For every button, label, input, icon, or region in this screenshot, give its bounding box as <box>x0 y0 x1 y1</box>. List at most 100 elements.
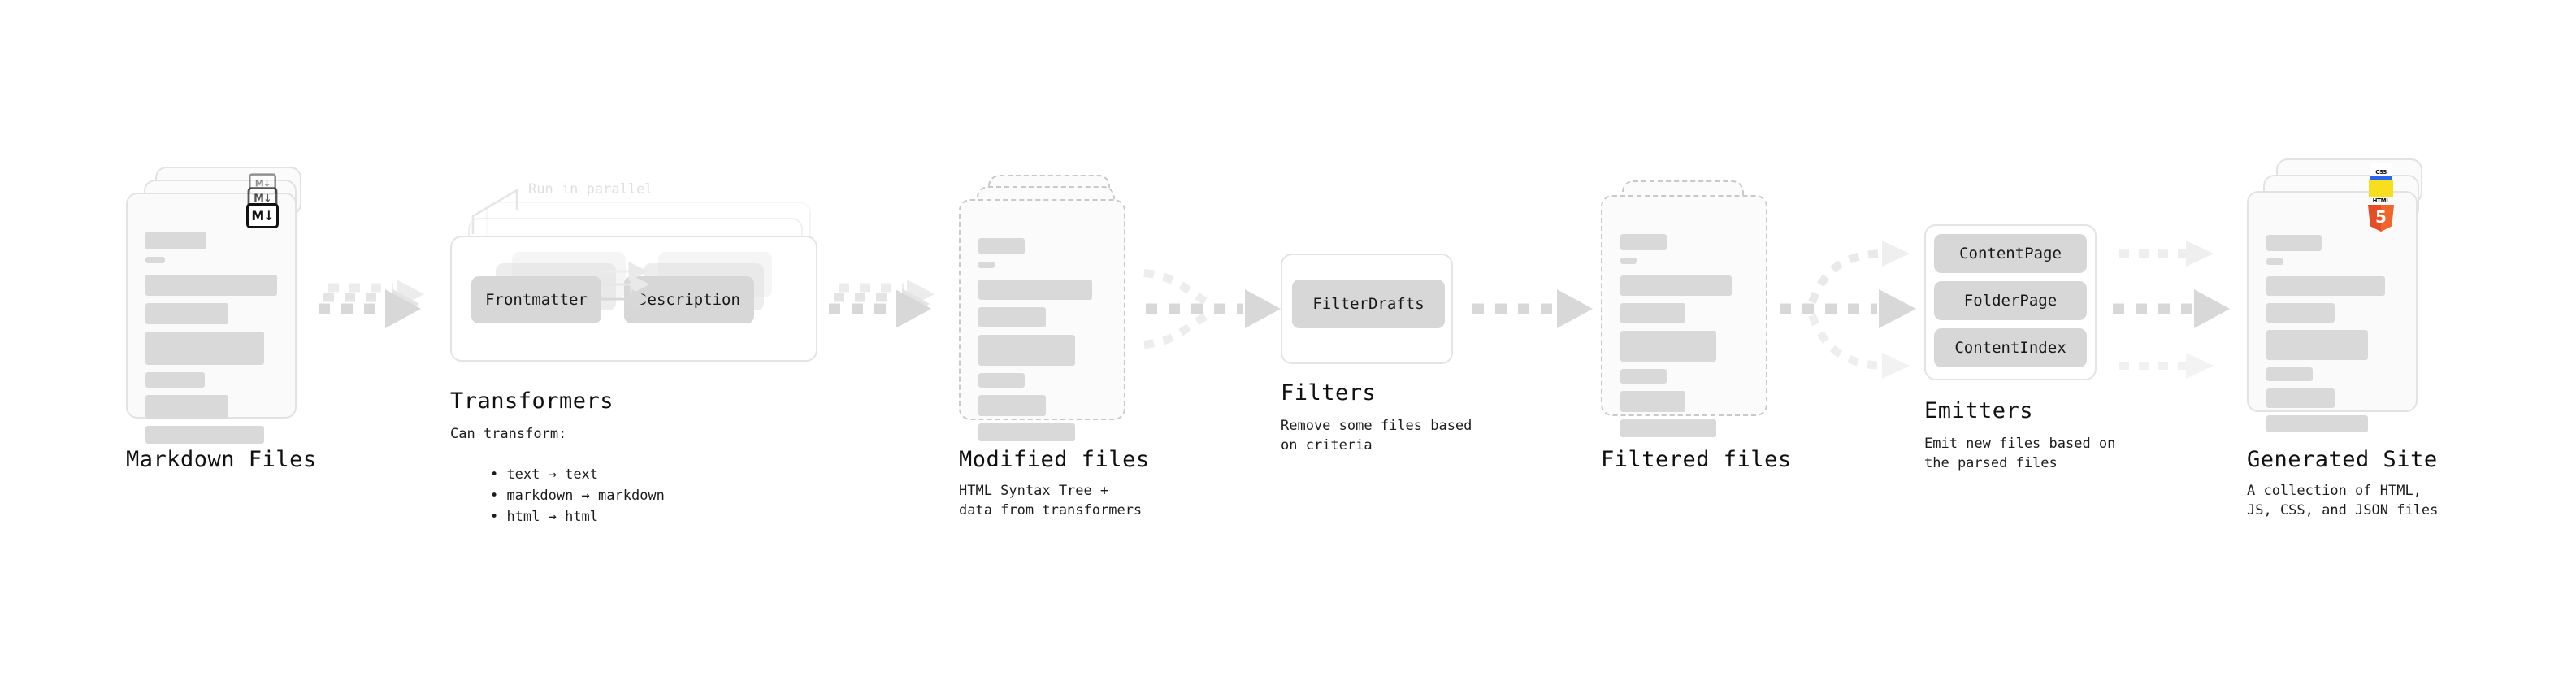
connector-filtered-to-emitters <box>1780 241 1916 379</box>
bullet-glyph: • <box>489 509 507 525</box>
html5-shield: 5 <box>2368 205 2394 232</box>
transformer-inner-arrows <box>600 262 648 309</box>
modified-files-subtitle-0: HTML Syntax Tree + <box>959 483 1109 499</box>
connector-md-to-transformers <box>319 280 424 328</box>
skeleton-line <box>145 372 205 388</box>
emitter-chip-label: ContentPage <box>1959 245 2062 262</box>
label-markdown-files: Markdown Files <box>126 447 317 472</box>
run-in-parallel-bracket <box>471 188 518 234</box>
skeleton-line <box>145 426 264 444</box>
markdown-badge-label: M <box>254 193 264 205</box>
html5-number: 5 <box>2375 206 2387 227</box>
filter-chip-filterdrafts[interactable]: FilterDrafts <box>1292 280 1445 328</box>
skeleton-line <box>978 238 1025 254</box>
label-modified-files: Modified files <box>959 447 1150 472</box>
skeleton-line <box>978 423 1076 441</box>
generated-site-subtitle-0: A collection of HTML, <box>2247 483 2422 499</box>
transformers-bullet-1: • markdown → markdown <box>457 466 665 525</box>
skeleton-line <box>1620 369 1667 384</box>
markdown-badge-label: M <box>251 207 264 223</box>
stage-filtered-files <box>1601 180 1788 437</box>
label-transformers: Transformers <box>450 388 614 414</box>
markdown-sheet-front <box>126 193 297 444</box>
emitter-chip-label: ContentIndex <box>1954 339 2066 357</box>
stage-markdown-files: M↓ M↓ M↓ <box>126 167 329 444</box>
bullet-text: markdown → markdown <box>506 488 665 504</box>
connector-emitters-to-site <box>2113 241 2230 379</box>
filtered-sheet-front <box>1601 195 1767 437</box>
generated-site-subtitle-1: JS, CSS, and JSON files <box>2247 502 2439 518</box>
skeleton-line <box>978 307 1047 327</box>
skeleton-line <box>2266 330 2368 360</box>
markdown-badge-label: M <box>254 179 264 189</box>
skeleton-line <box>978 373 1025 388</box>
emitter-chip-label: FolderPage <box>1963 292 2058 310</box>
emitters-subtitle-1: the parsed files <box>1924 455 2058 471</box>
stage-modified-files <box>959 175 1146 441</box>
skeleton-line <box>145 232 206 249</box>
css-badge-bar <box>2370 176 2392 180</box>
transformer-chip-frontmatter[interactable]: Frontmatter <box>471 276 601 323</box>
label-run-in-parallel: Run in parallel <box>528 181 653 197</box>
skeleton-line <box>1620 258 1637 264</box>
transformers-bullet-2: • html → html <box>457 488 598 546</box>
transformer-chip-label: Frontmatter <box>485 291 588 309</box>
transformer-chip-label: Description <box>638 291 740 309</box>
html5-icon: HTML 5 <box>2367 197 2395 232</box>
skeleton-line <box>2266 367 2313 381</box>
filtered-file-stack[interactable] <box>1601 180 1788 437</box>
skeleton-line <box>978 395 1047 416</box>
filters-subtitle-0: Remove some files based <box>1281 418 1472 434</box>
modified-files-subtitle-1: data from transformers <box>959 502 1143 518</box>
skeleton-line <box>1620 234 1667 250</box>
css3-icon: CSS <box>2370 163 2392 180</box>
skeleton-line <box>1620 391 1686 412</box>
emitters-subtitle-0: Emit new files based on <box>1924 436 2116 452</box>
connector-transformers-to-modified <box>829 280 935 328</box>
site-sheet-front <box>2247 191 2418 432</box>
label-emitters: Emitters <box>1924 398 2034 423</box>
bullet-glyph: • <box>489 488 507 504</box>
skeleton-line <box>145 275 277 296</box>
skeleton-line <box>978 335 1076 366</box>
filter-chip-label: FilterDrafts <box>1312 295 1425 313</box>
css-badge-label: CSS <box>2375 169 2387 176</box>
stage-generated-site: CSS HTML 5 <box>2247 158 2450 432</box>
emitter-chip-folderpage[interactable]: FolderPage <box>1934 281 2087 320</box>
connector-modified-to-filters <box>1143 269 1281 349</box>
skeleton-line <box>2266 258 2284 265</box>
label-filtered-files: Filtered files <box>1601 447 1792 472</box>
filters-subtitle-1: on criteria <box>1281 437 1373 453</box>
site-skeleton <box>2266 235 2398 440</box>
bullet-glyph: • <box>489 466 507 483</box>
emitter-chip-contentpage[interactable]: ContentPage <box>1934 234 2087 273</box>
bullet-text: html → html <box>506 509 599 525</box>
skeleton-line <box>2266 235 2322 251</box>
filtered-skeleton <box>1620 234 1748 445</box>
skeleton-line <box>2266 276 2385 296</box>
skeleton-line <box>1620 331 1716 362</box>
skeleton-line <box>145 332 264 365</box>
skeleton-line <box>2266 388 2335 408</box>
label-filters: Filters <box>1281 380 1377 406</box>
html5-badge-label: HTML <box>2372 197 2390 204</box>
skeleton-line <box>2266 415 2368 432</box>
modified-sheet-front <box>959 199 1125 441</box>
markdown-file-stack[interactable]: M↓ M↓ M↓ <box>126 167 329 444</box>
modified-skeleton <box>978 238 1106 449</box>
modified-file-stack[interactable] <box>959 175 1146 441</box>
emitter-chip-contentindex[interactable]: ContentIndex <box>1934 328 2087 367</box>
skeleton-line <box>978 262 995 268</box>
label-generated-site: Generated Site <box>2247 447 2438 472</box>
connector-filters-to-filtered <box>1472 289 1593 328</box>
skeleton-line <box>145 257 166 263</box>
bullet-text: text → text <box>506 466 599 483</box>
skeleton-line <box>978 280 1092 300</box>
skeleton-line <box>2266 303 2335 323</box>
transformers-bullet-0: • text → text <box>457 445 598 504</box>
skeleton-line <box>145 395 229 419</box>
generated-site-stack[interactable]: CSS HTML 5 <box>2247 158 2450 432</box>
transformers-subtitle: Can transform: <box>450 426 567 442</box>
markdown-badge-front: M↓ <box>246 203 279 228</box>
